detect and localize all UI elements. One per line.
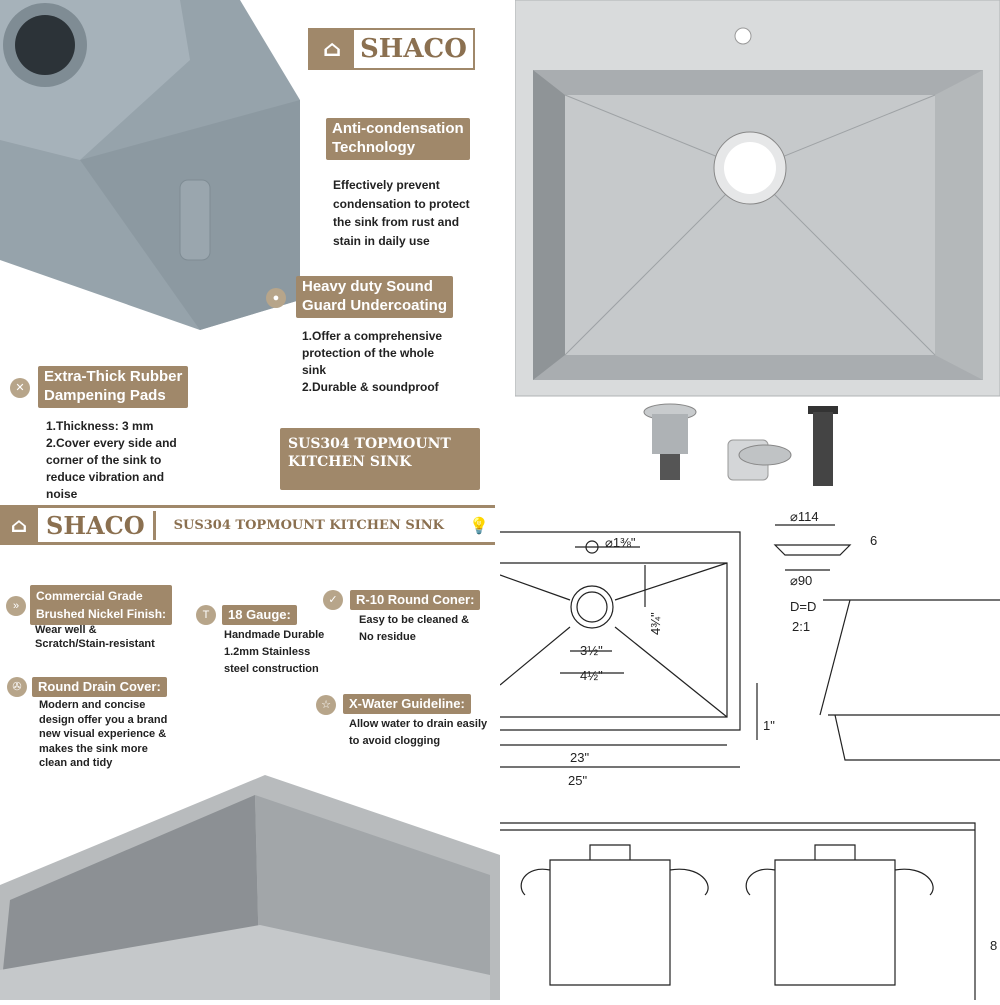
dim-inner-width: 23" bbox=[570, 750, 589, 765]
dim-drain-depth: 4¾" bbox=[648, 612, 663, 635]
feature-desc: Easy to be cleaned & No residue bbox=[359, 614, 470, 643]
scale-label: 2:1 bbox=[792, 619, 810, 634]
dim-drain-outer: 4½" bbox=[580, 668, 603, 683]
hammer-icon: T bbox=[196, 605, 216, 625]
droplet-icon: ● bbox=[266, 288, 286, 308]
feature-title: R-10 Round Coner: bbox=[350, 590, 481, 611]
dim-drain-inner: 3½" bbox=[580, 643, 603, 658]
brand-name: SHACO bbox=[38, 510, 156, 540]
feature-title: Round Drain Cover: bbox=[32, 677, 167, 698]
technical-drawing: ⌀1⅜" 4¾" 3½" 4½" 1" 23" 25" ⌀114 ⌀90 6 D… bbox=[500, 509, 1000, 1000]
checkmark-icon: ✓ bbox=[323, 590, 343, 610]
section-label: D=D bbox=[790, 599, 816, 614]
house-icon: ⌂ bbox=[0, 508, 38, 542]
sink-top-photo bbox=[514, 0, 1000, 400]
dim-faucet-hole: ⌀1⅜" bbox=[605, 535, 636, 550]
feature-desc: Effectively prevent condensation to prot… bbox=[333, 178, 470, 248]
sink-underside-illustration bbox=[0, 0, 300, 330]
feature-title: 18 Gauge: bbox=[222, 605, 297, 626]
star-icon: ☆ bbox=[316, 695, 336, 715]
brand-name: SHACO bbox=[360, 34, 467, 64]
house-icon: ⌂ bbox=[310, 30, 354, 68]
product-banner: SUS304 TOPMOUNT KITCHEN SINK bbox=[173, 517, 444, 533]
undercoated-sink-photo bbox=[0, 0, 300, 330]
feature-desc: Modern and concise design offer you a br… bbox=[39, 699, 168, 769]
dim-cover-outer: ⌀114 bbox=[790, 509, 819, 524]
dim-height: 8 bbox=[990, 938, 997, 953]
feature-desc: Allow water to drain easily to avoid clo… bbox=[349, 718, 488, 747]
dim-cover-height: 6 bbox=[870, 533, 877, 548]
feature-desc: Wear well & Scratch/Stain-resistant bbox=[35, 624, 155, 650]
double-chevron-icon: » bbox=[6, 596, 26, 616]
dim-rim: 1" bbox=[763, 718, 775, 733]
dim-cover-inner: ⌀90 bbox=[790, 573, 812, 588]
feature-title: Commercial Grade Brushed Nickel Finish: bbox=[30, 585, 173, 625]
sink-corner-photo bbox=[0, 775, 500, 1000]
brand-logo: ⌂ SHACO SUS304 TOPMOUNT KITCHEN SINK 💡 bbox=[0, 505, 495, 545]
product-label: SUS304 TOPMOUNT KITCHEN SINK bbox=[280, 428, 480, 490]
feature-title: X-Water Guideline: bbox=[343, 694, 471, 715]
accessories-photo bbox=[640, 400, 850, 490]
feature-desc: 1.Offer a comprehensive protection of th… bbox=[302, 329, 443, 394]
feature-desc: Handmade Durable 1.2mm Stainless steel c… bbox=[224, 629, 325, 675]
lightbulb-icon: 💡 bbox=[469, 515, 489, 535]
feature-desc: 1.Thickness: 3 mm 2.Cover every side and… bbox=[46, 419, 177, 501]
feature-title: Extra-Thick Rubber Dampening Pads bbox=[38, 366, 189, 408]
feature-title: Heavy duty Sound Guard Undercoating bbox=[296, 276, 454, 318]
fan-icon: ✇ bbox=[7, 677, 27, 697]
mute-speaker-icon: ✕ bbox=[10, 378, 30, 398]
brand-logo: ⌂ SHACO bbox=[308, 28, 475, 70]
dim-outer-width: 25" bbox=[568, 773, 587, 788]
feature-title: Anti-condensation Technology bbox=[326, 118, 470, 160]
